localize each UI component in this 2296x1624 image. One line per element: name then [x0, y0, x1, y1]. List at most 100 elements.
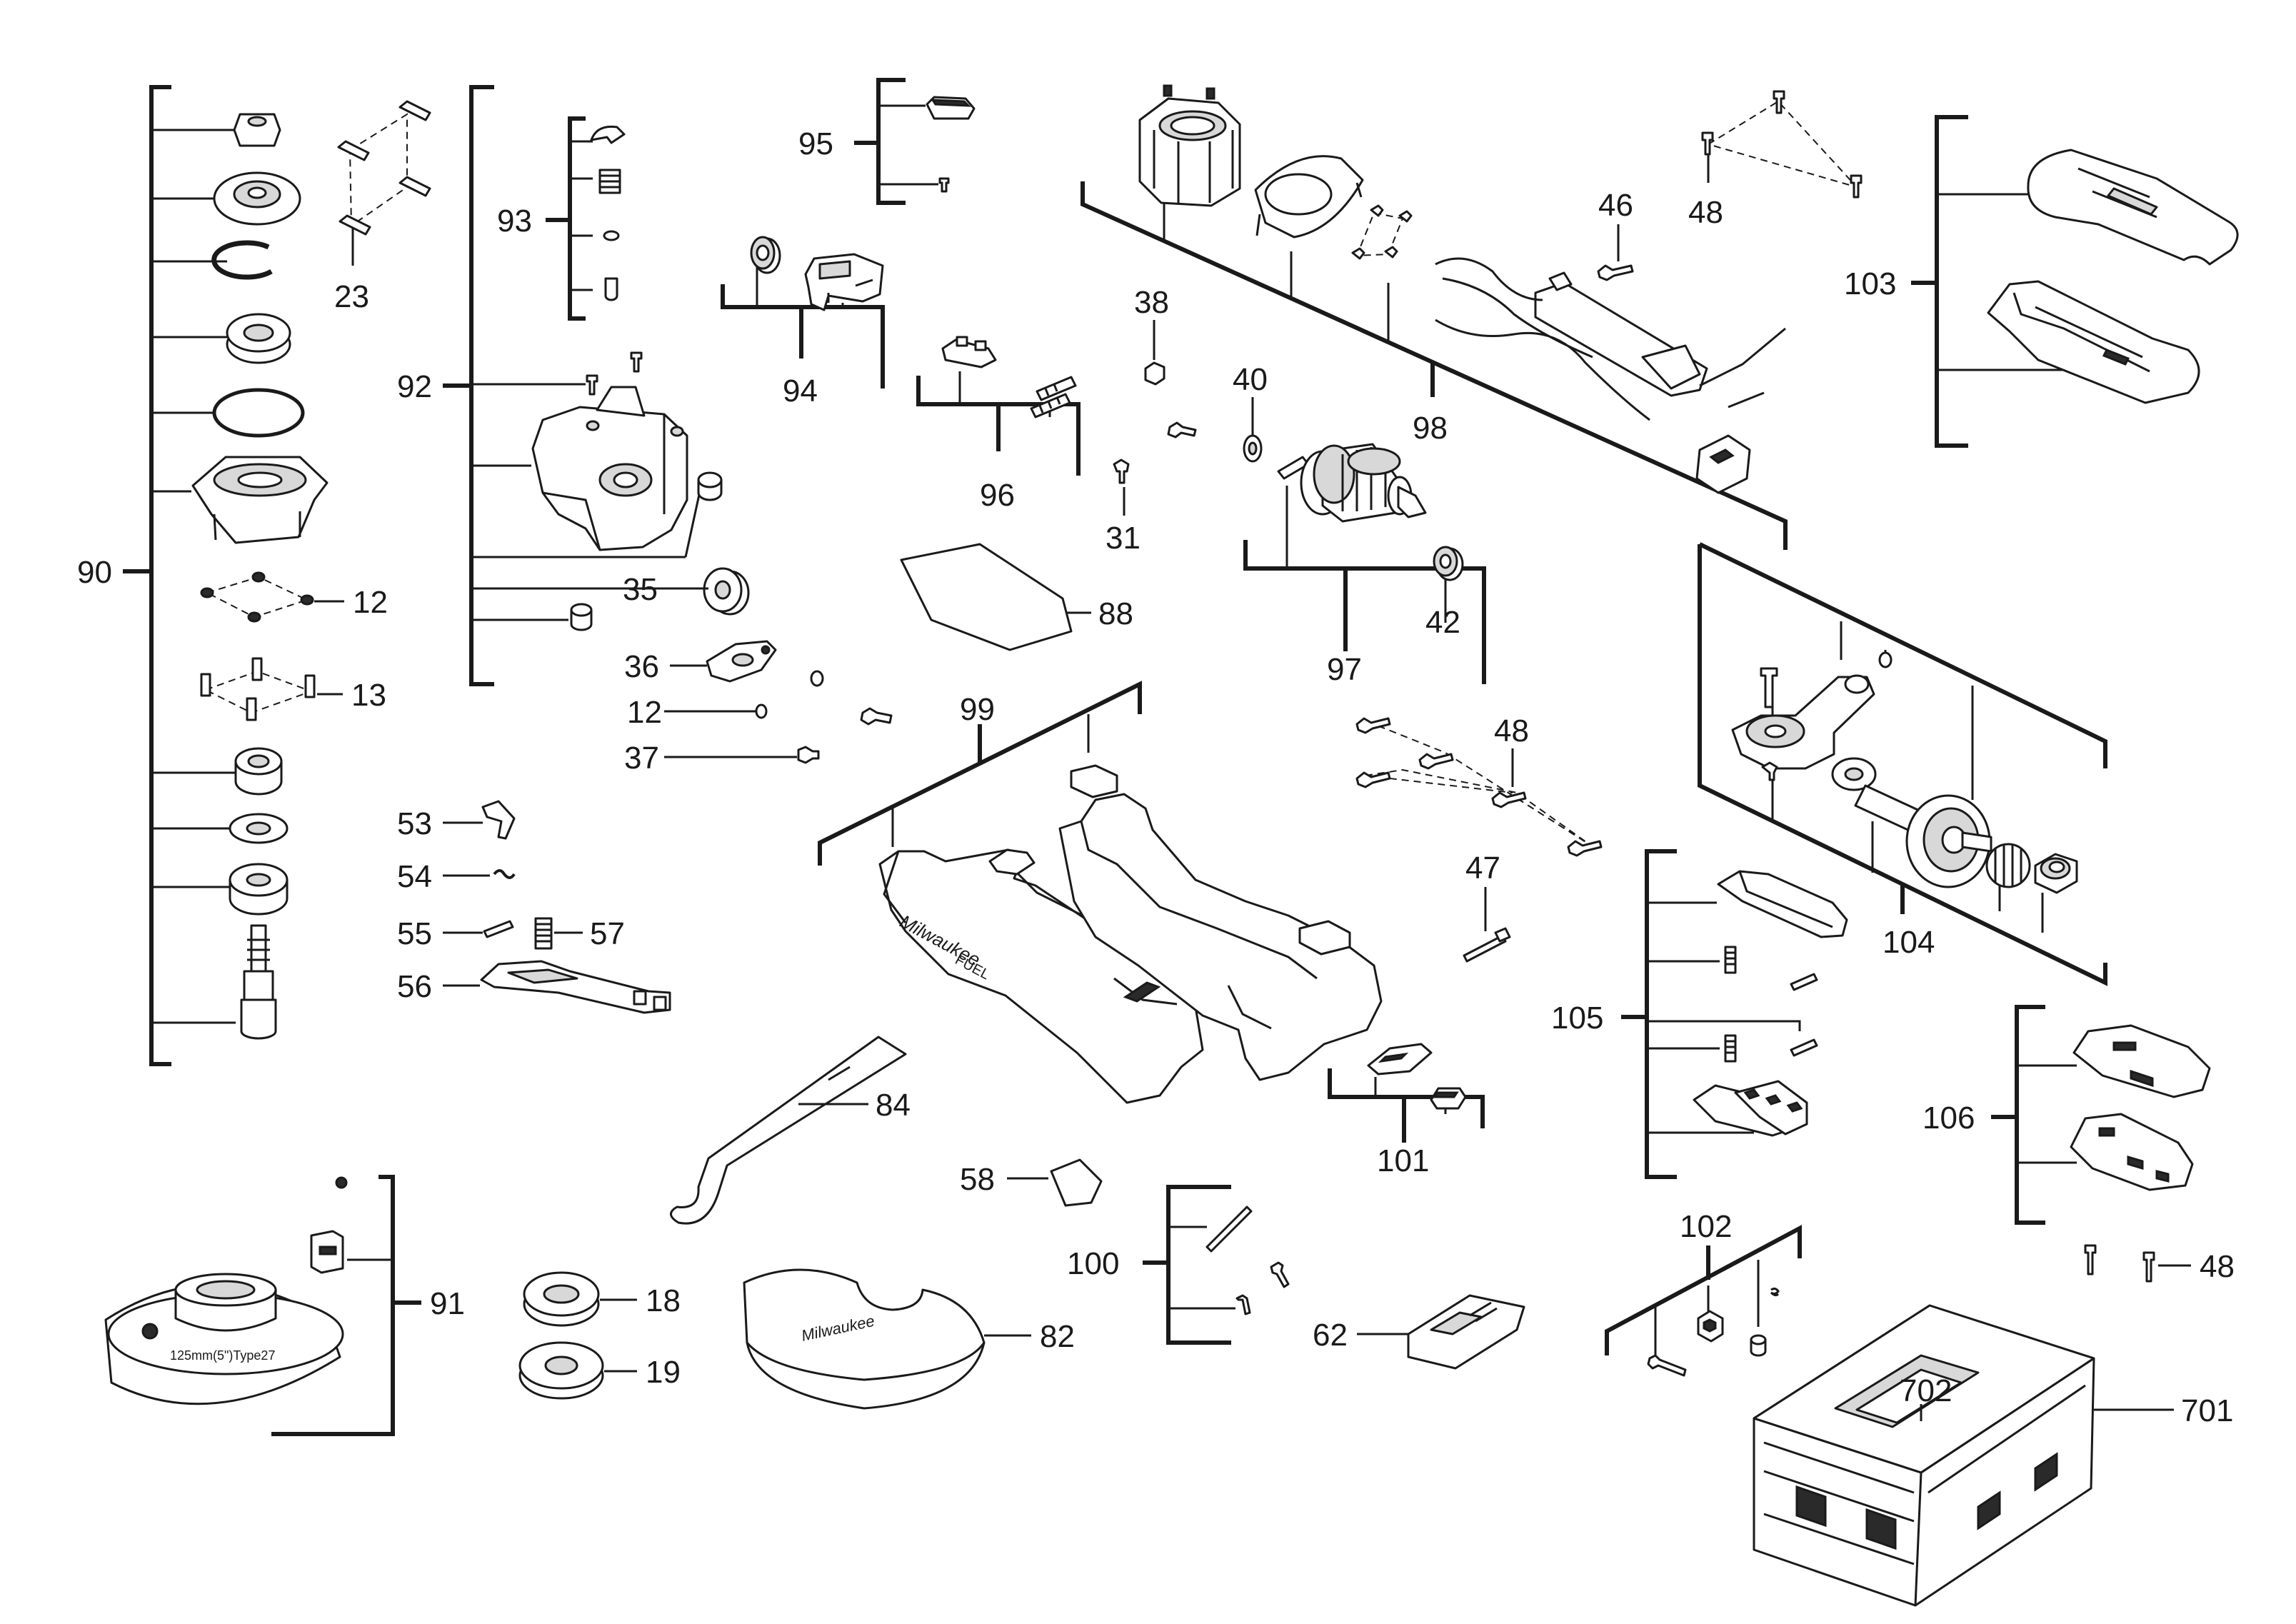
part-spring-105a [1724, 946, 1737, 974]
callout-54: 54 [397, 859, 432, 894]
callout-46: 46 [1598, 188, 1633, 223]
part-small-nut [810, 670, 824, 687]
callout-84: 84 [876, 1088, 911, 1123]
screw-47: 47 [1463, 851, 1511, 963]
callout-55: 55 [397, 916, 432, 951]
callout-36: 36 [624, 649, 659, 684]
part-o-ring [212, 388, 305, 438]
callout-99: 99 [960, 692, 995, 727]
callout-12-lower: 12 [627, 695, 662, 730]
part-screw [860, 707, 893, 726]
part-wheel-guard-82: 82 Milwaukee [743, 1268, 1075, 1410]
part-snap-ring [211, 240, 273, 280]
part-guard-clamp [310, 1230, 344, 1274]
group-106: 106 [1922, 1005, 2211, 1225]
part-nut [233, 113, 281, 147]
guard-type-text: 125mm(5")Type27 [170, 1348, 275, 1363]
group-95: 95 [798, 78, 976, 205]
group-96: 96 [916, 336, 1081, 513]
part-pin [483, 920, 514, 938]
part-screw-38: 38 [1134, 285, 1197, 438]
part-gear-case [531, 386, 688, 551]
part-electronics-module [1435, 257, 1786, 494]
part-cover-106-lower [2070, 1113, 2194, 1191]
callout-106: 106 [1922, 1101, 1975, 1136]
group-101: 101 [1328, 1043, 1485, 1178]
part-spring-104 [1985, 843, 2031, 888]
callout-12-upper: 12 [353, 585, 388, 620]
part-screw [1270, 1261, 1290, 1288]
group-99: 99 Milwaukee FUEL [818, 681, 1383, 1104]
part-small-ball [1878, 651, 1893, 668]
part-spring-clip [1770, 1287, 1780, 1297]
group-100: 100 [1067, 1185, 1290, 1345]
part-screw [1761, 761, 1778, 781]
group-105: 105 [1551, 849, 1848, 1179]
part-brush-card [941, 336, 997, 369]
part-small-bushing [570, 603, 593, 631]
group-102: 102 [1605, 1209, 1802, 1377]
part-carrying-case: 702 701 [1753, 1304, 2233, 1607]
callout-47: 47 [1465, 851, 1500, 886]
part-pad-58: 58 [960, 1158, 1103, 1207]
part-flange-18 [523, 1271, 637, 1327]
part-switch-carrier [1693, 1080, 1808, 1137]
callout-35: 35 [623, 572, 658, 607]
part-brush-holder [804, 253, 884, 311]
part-spacer [234, 747, 283, 796]
part-motor-housing-right [1058, 764, 1383, 1081]
group-48-upper: 48 [1688, 90, 1863, 230]
callout-82: 82 [1040, 1319, 1075, 1354]
part-fan-baffle [1254, 155, 1364, 239]
part-locking-pin [1760, 667, 1778, 708]
callout-48-upper: 48 [1688, 195, 1723, 230]
part-bearing-42 [1433, 546, 1464, 581]
part-led-cover [1430, 1087, 1467, 1110]
part-screw [1235, 1294, 1251, 1315]
callout-13: 13 [351, 678, 386, 713]
group-104: 104 [1698, 542, 2107, 986]
callout-104: 104 [1883, 925, 1935, 960]
callout-19: 19 [646, 1355, 681, 1390]
part-screws-13 [200, 657, 343, 721]
callout-48-lower: 48 [2200, 1249, 2235, 1284]
callout-90: 90 [77, 555, 112, 590]
callout-56: 56 [397, 969, 432, 1004]
callout-57: 57 [590, 916, 625, 951]
part-screw [630, 351, 643, 373]
part-light-pipe [1750, 1334, 1767, 1357]
callout-18: 18 [646, 1283, 681, 1318]
part-armature [1277, 443, 1427, 523]
callout-102: 102 [1680, 1209, 1732, 1244]
part-nut-12 [755, 703, 768, 719]
callout-48-middle: 48 [1494, 713, 1529, 748]
part-long-pin [1205, 1206, 1253, 1253]
part-gear-lever [1731, 674, 1875, 770]
group-48-middle: 48 [1355, 713, 1603, 857]
part-torsion-spring [493, 869, 516, 879]
callout-40: 40 [1233, 362, 1268, 397]
callout-23: 23 [334, 279, 369, 314]
part-handle-base [1987, 280, 2200, 404]
part-flange-19 [518, 1341, 637, 1400]
part-collar-104 [2034, 853, 2078, 894]
part-label-plate-62: 62 [1313, 1294, 1525, 1370]
group-94: 94 [721, 236, 885, 408]
screw-46: 46 [1597, 188, 1634, 281]
callout-97: 97 [1327, 652, 1362, 687]
callout-88: 88 [1098, 596, 1133, 631]
part-screw [586, 374, 598, 396]
part-clamp-36 [706, 640, 777, 683]
group-97: 40 97 42 [1233, 362, 1486, 687]
part-hall-sensor-screws [1351, 204, 1413, 260]
part-cover-106-upper [2072, 1024, 2211, 1098]
group-36-37: 36 12 37 [624, 640, 893, 776]
callout-94: 94 [783, 374, 818, 408]
group-92: 92 [397, 85, 750, 686]
part-screw-31: 31 [1106, 458, 1141, 556]
part-small-ball [335, 1176, 348, 1189]
part-small-washer [603, 230, 620, 241]
part-spring-105b [1724, 1034, 1737, 1063]
part-pin-105a [1790, 973, 1818, 991]
